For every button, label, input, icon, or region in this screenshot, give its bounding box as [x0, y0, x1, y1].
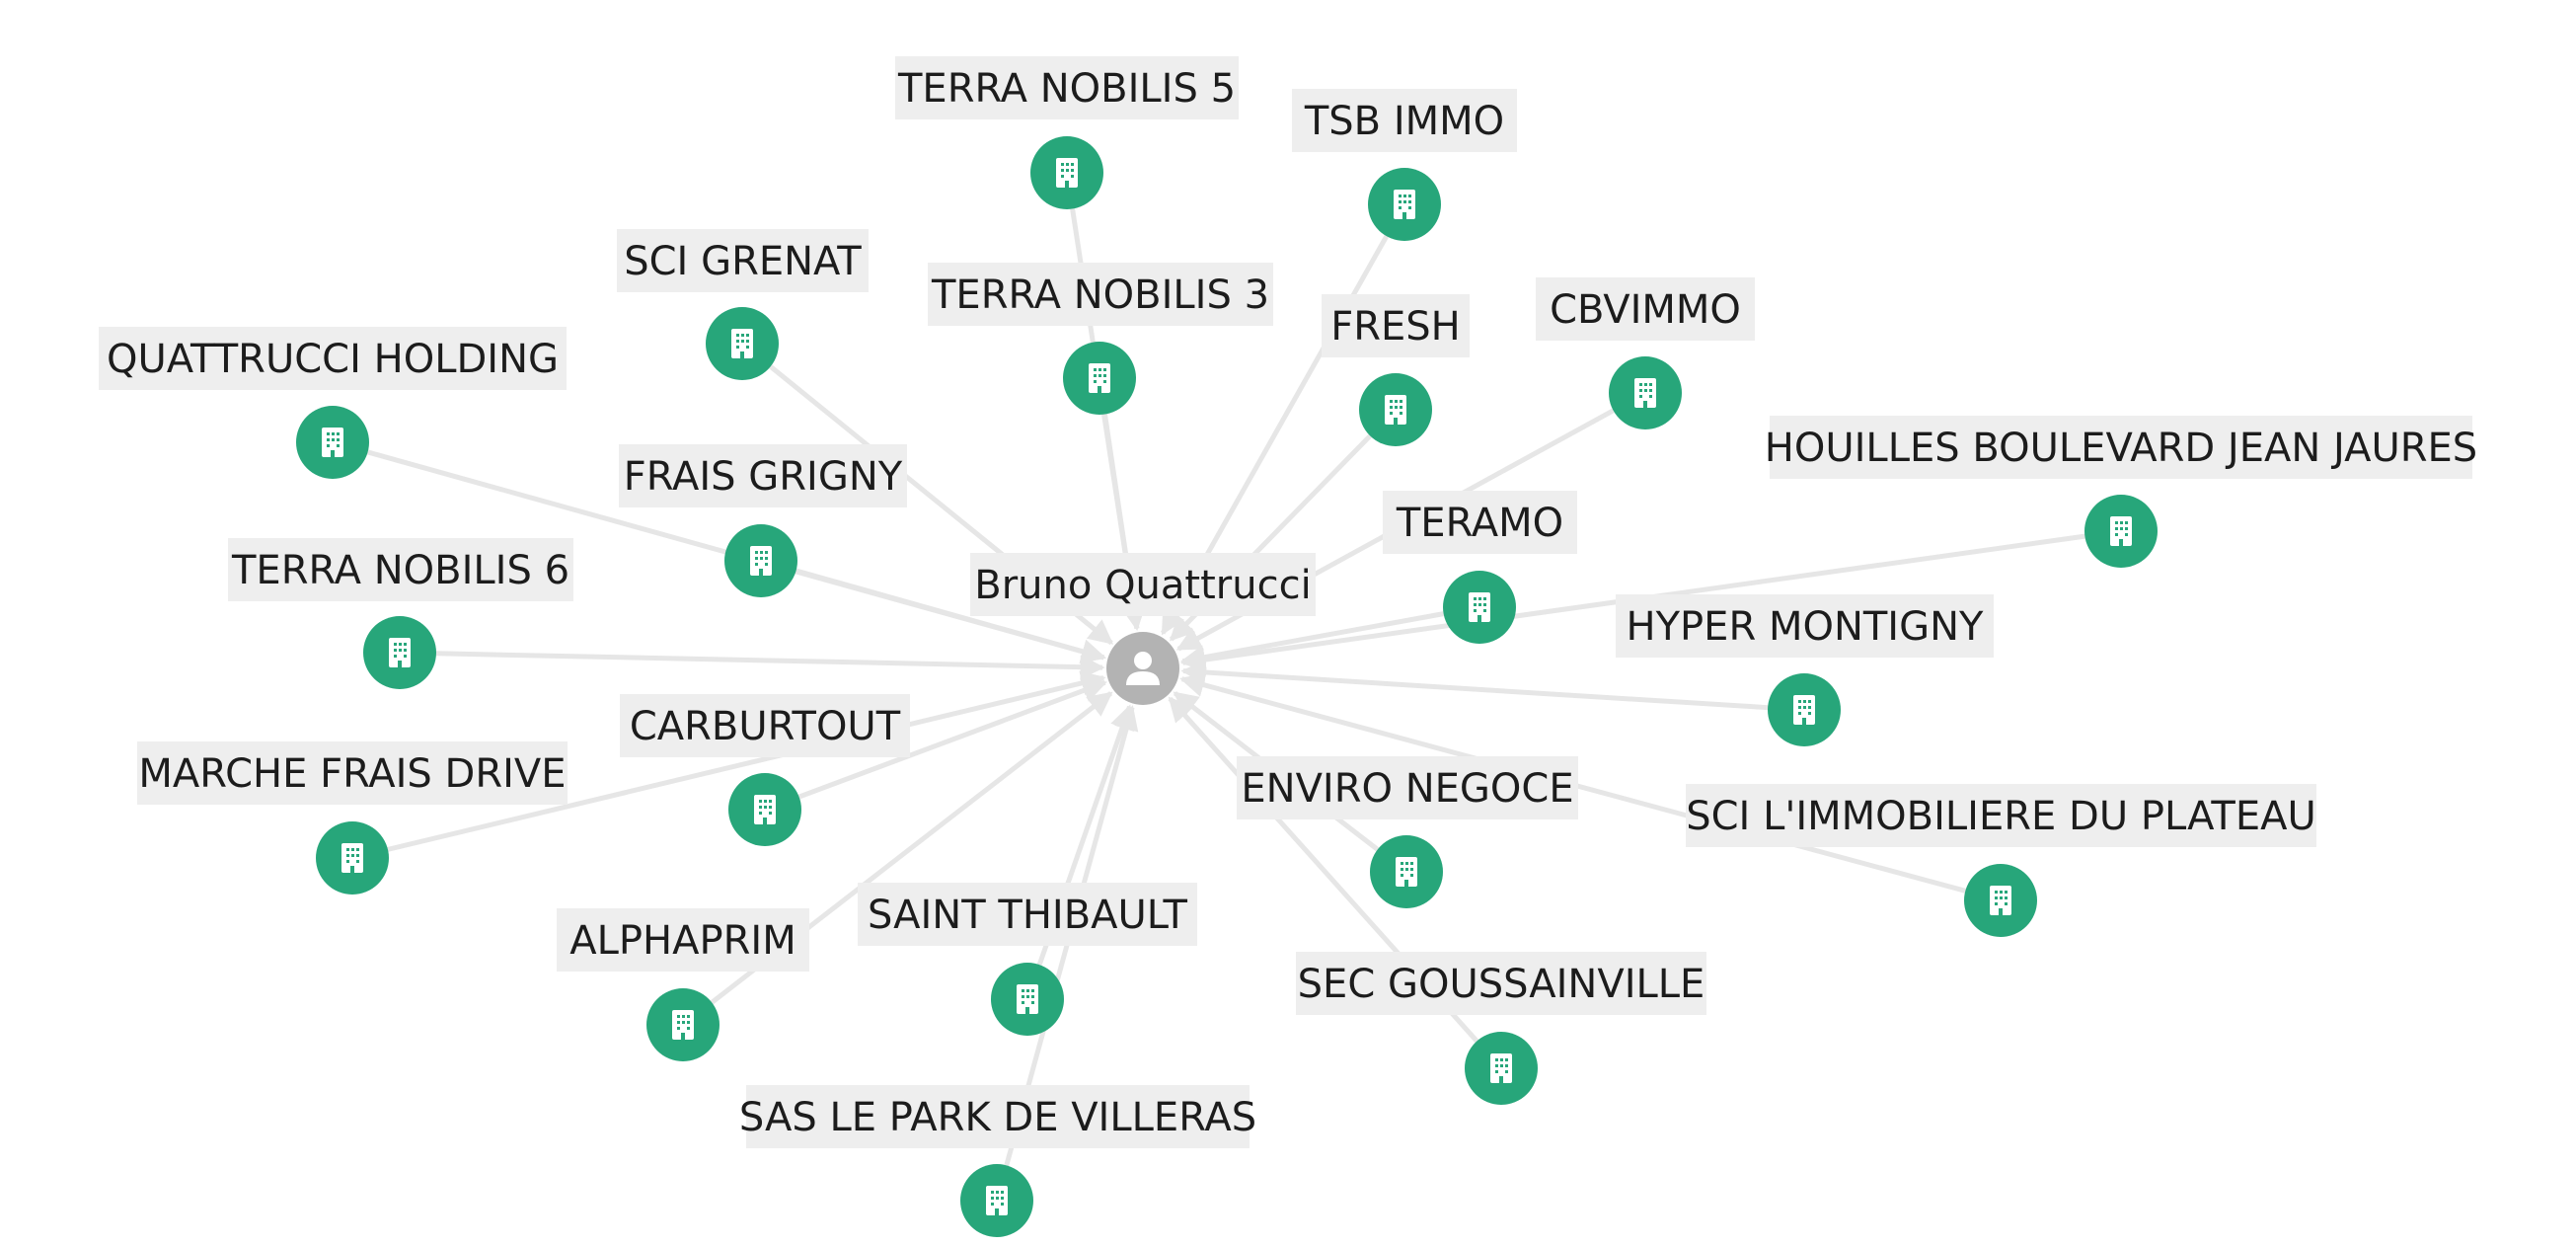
company-node-quattrucci-holding[interactable]: QUATTRUCCI HOLDING — [99, 327, 567, 479]
node-label-text: FRESH — [1330, 304, 1461, 350]
person-node[interactable]: Bruno Quattrucci — [970, 553, 1316, 705]
building-icon — [672, 1010, 694, 1040]
company-node-label: FRAIS GRIGNY — [619, 444, 907, 507]
nodes-layer: Bruno Quattrucci TERRA NOBILIS 5 TSB IMMO S… — [99, 56, 2477, 1237]
node-label-text: SEC GOUSSAINVILLE — [1298, 962, 1705, 1007]
node-label-text: TERRA NOBILIS 6 — [231, 548, 569, 593]
building-icon — [1089, 363, 1110, 393]
company-node-label: HOUILLES BOULEVARD JEAN JAURES — [1765, 416, 2477, 479]
company-node-label: CBVIMMO — [1536, 277, 1755, 341]
company-node-terra-nobilis-5[interactable]: TERRA NOBILIS 5 — [895, 56, 1239, 209]
company-node-label: SAS LE PARK DE VILLERAS — [739, 1085, 1256, 1148]
company-node-terra-nobilis-6[interactable]: TERRA NOBILIS 6 — [228, 538, 573, 689]
person-icon — [1126, 652, 1160, 685]
node-label-text: SAINT THIBAULT — [868, 893, 1188, 938]
node-label-text: TERAMO — [1396, 501, 1563, 546]
company-node-sci-grenat[interactable]: SCI GRENAT — [617, 229, 869, 380]
company-node-alphaprim[interactable]: ALPHAPRIM — [557, 908, 809, 1061]
building-icon — [1990, 886, 2011, 915]
company-node-label: QUATTRUCCI HOLDING — [99, 327, 567, 390]
building-icon — [1017, 984, 1038, 1014]
company-node-enviro-negoce[interactable]: ENVIRO NEGOCE — [1237, 756, 1578, 908]
building-icon — [731, 329, 753, 358]
company-node-marche-frais-drive[interactable]: MARCHE FRAIS DRIVE — [137, 741, 568, 895]
company-node-terra-nobilis-3[interactable]: TERRA NOBILIS 3 — [928, 263, 1273, 415]
node-label-text: ALPHAPRIM — [569, 918, 796, 964]
building-icon — [754, 795, 776, 824]
node-label-text: MARCHE FRAIS DRIVE — [138, 751, 566, 797]
building-icon — [1490, 1053, 1512, 1083]
node-label-text: TERRA NOBILIS 5 — [897, 66, 1236, 112]
company-node-label: SAINT THIBAULT — [858, 883, 1197, 946]
company-node-tsb-immo[interactable]: TSB IMMO — [1292, 89, 1517, 241]
company-node-label: FRESH — [1322, 294, 1470, 357]
edge-carburtout — [797, 678, 1107, 800]
node-label-text: FRAIS GRIGNY — [624, 454, 903, 500]
node-label-text: TSB IMMO — [1304, 99, 1504, 144]
building-icon — [341, 843, 363, 873]
building-icon — [389, 638, 411, 667]
company-node-saint-thibault[interactable]: SAINT THIBAULT — [858, 883, 1197, 1036]
company-node-label: HYPER MONTIGNY — [1616, 594, 1994, 658]
edge-teramo — [1179, 611, 1445, 669]
company-node-teramo[interactable]: TERAMO — [1383, 491, 1577, 644]
person-node-label: Bruno Quattrucci — [970, 553, 1316, 616]
company-node-sci-l-immobiliere-du-plateau[interactable]: SCI L'IMMOBILIERE DU PLATEAU — [1686, 784, 2316, 937]
edge-terra-nobilis-6 — [435, 651, 1105, 680]
company-node-label: MARCHE FRAIS DRIVE — [137, 741, 568, 805]
building-icon — [1056, 158, 1078, 188]
building-icon — [1394, 190, 1415, 219]
edge-hyper-montigny — [1180, 660, 1769, 711]
building-icon — [2110, 516, 2132, 546]
company-node-houilles-boulevard-jean-jaures[interactable]: HOUILLES BOULEVARD JEAN JAURES — [1765, 416, 2477, 568]
building-icon — [1469, 592, 1490, 622]
building-icon — [322, 428, 343, 457]
node-label-text: SCI GRENAT — [624, 239, 862, 284]
company-node-label: ALPHAPRIM — [557, 908, 809, 972]
edge-marche-frais-drive — [387, 670, 1106, 852]
company-node-label: SCI L'IMMOBILIERE DU PLATEAU — [1686, 784, 2316, 847]
node-label-text: HOUILLES BOULEVARD JEAN JAURES — [1765, 426, 2477, 471]
node-label-text: TERRA NOBILIS 3 — [931, 273, 1269, 318]
company-node-cbvimmo[interactable]: CBVIMMO — [1536, 277, 1755, 429]
node-label-text: CARBURTOUT — [630, 704, 901, 749]
company-node-label: TERAMO — [1383, 491, 1577, 554]
company-node-label: ENVIRO NEGOCE — [1237, 756, 1578, 819]
company-node-label: TERRA NOBILIS 6 — [228, 538, 573, 601]
building-icon — [1396, 857, 1417, 887]
node-label-text: HYPER MONTIGNY — [1627, 604, 1984, 650]
edge-frais-grigny — [795, 568, 1106, 663]
company-node-label: CARBURTOUT — [620, 694, 910, 757]
company-node-frais-grigny[interactable]: FRAIS GRIGNY — [619, 444, 907, 597]
building-icon — [986, 1186, 1008, 1215]
company-node-label: SEC GOUSSAINVILLE — [1296, 952, 1706, 1015]
node-label-text: QUATTRUCCI HOLDING — [107, 337, 559, 382]
company-node-fresh[interactable]: FRESH — [1322, 294, 1470, 446]
node-label-text: CBVIMMO — [1550, 287, 1741, 333]
company-node-label: SCI GRENAT — [617, 229, 869, 292]
company-node-sas-le-park-de-villeras[interactable]: SAS LE PARK DE VILLERAS — [739, 1085, 1256, 1237]
building-icon — [1634, 378, 1656, 408]
company-node-label: TERRA NOBILIS 5 — [895, 56, 1239, 119]
node-label-text: SCI L'IMMOBILIERE DU PLATEAU — [1686, 794, 2316, 839]
node-label-text: ENVIRO NEGOCE — [1241, 766, 1573, 812]
building-icon — [1385, 395, 1406, 425]
company-node-label: TERRA NOBILIS 3 — [928, 263, 1273, 326]
company-node-carburtout[interactable]: CARBURTOUT — [620, 694, 910, 846]
node-label-text: SAS LE PARK DE VILLERAS — [739, 1095, 1256, 1140]
building-icon — [750, 546, 772, 576]
node-label-text: Bruno Quattrucci — [974, 563, 1311, 608]
company-node-label: TSB IMMO — [1292, 89, 1517, 152]
company-node-sec-goussainville[interactable]: SEC GOUSSAINVILLE — [1296, 952, 1706, 1105]
building-icon — [1793, 695, 1815, 725]
company-node-hyper-montigny[interactable]: HYPER MONTIGNY — [1616, 594, 1994, 746]
